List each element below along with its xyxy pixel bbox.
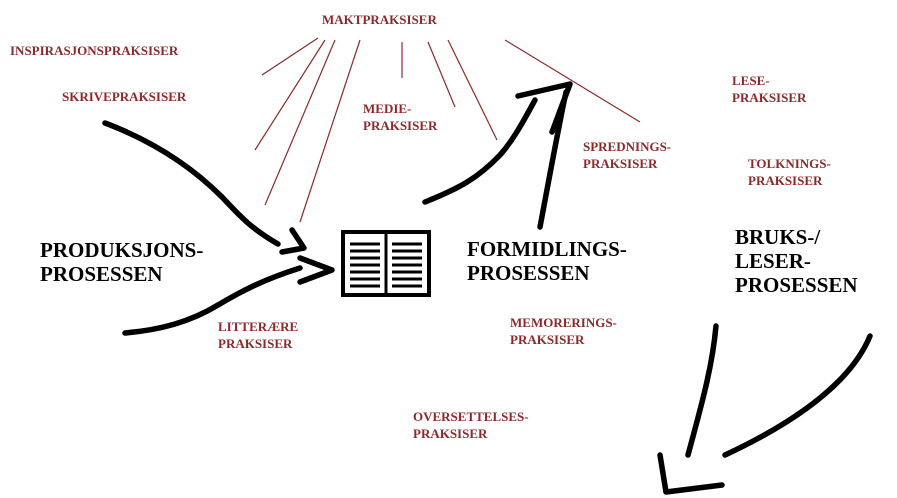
bruks-leserprosessen-label: BRUKS-/ LESER- PROSESSEN (735, 225, 858, 297)
power-line-formidling (447, 39, 498, 141)
formidlingsprosessen-label: FORMIDLINGS- PROSESSEN (467, 237, 627, 285)
power-line-inspirasjon (261, 37, 319, 76)
arrow-bruk-down-left (685, 323, 719, 458)
power-line-medie (427, 41, 456, 108)
tolkningspraksiser-label: TOLKNINGS- PRAKSISER (748, 156, 831, 188)
open-book-icon (341, 230, 431, 297)
produksjonsprosessen-label: PRODUKSJONS- PROSESSEN (40, 238, 204, 286)
mediepraksiser-label: MEDIE- PRAKSISER (363, 101, 438, 133)
oversettelsespraksiser-label: OVERSETTELSES- PRAKSISER (413, 409, 529, 441)
power-line-litteraere-1 (264, 39, 336, 206)
power-line-litteraere-2 (299, 39, 361, 223)
arrow-formidling-up (537, 89, 569, 230)
lesepraksiser-label: LESE- PRAKSISER (732, 73, 807, 105)
arrow-skrive-to-book (102, 120, 281, 247)
spredningspraksiser-label: SPREDNINGS- PRAKSISER (583, 139, 672, 171)
litteraere-praksiser-label: LITTERÆRE PRAKSISER (218, 319, 299, 351)
arrow-bruk-down-right (722, 333, 873, 458)
power-line-skrive (254, 39, 326, 151)
arrow-head-upper (279, 227, 307, 255)
arrow-head-bottom (657, 452, 725, 495)
arrow-head-lower (297, 255, 335, 285)
maktpraksiser-label: MAKTPRAKSISER (322, 12, 437, 27)
inspirasjonspraksiser-label: INSPIRASJONSPRAKSISER (10, 43, 179, 58)
power-line-spredning (504, 39, 641, 123)
memoreringspraksiser-label: MEMORERINGS- PRAKSISER (510, 315, 617, 347)
skrivepraksiser-label: SKRIVEPRAKSISER (62, 89, 187, 104)
arrow-bottom-to-book (122, 265, 303, 336)
arrow-head-top (515, 81, 573, 135)
arrow-book-to-top (422, 97, 538, 205)
